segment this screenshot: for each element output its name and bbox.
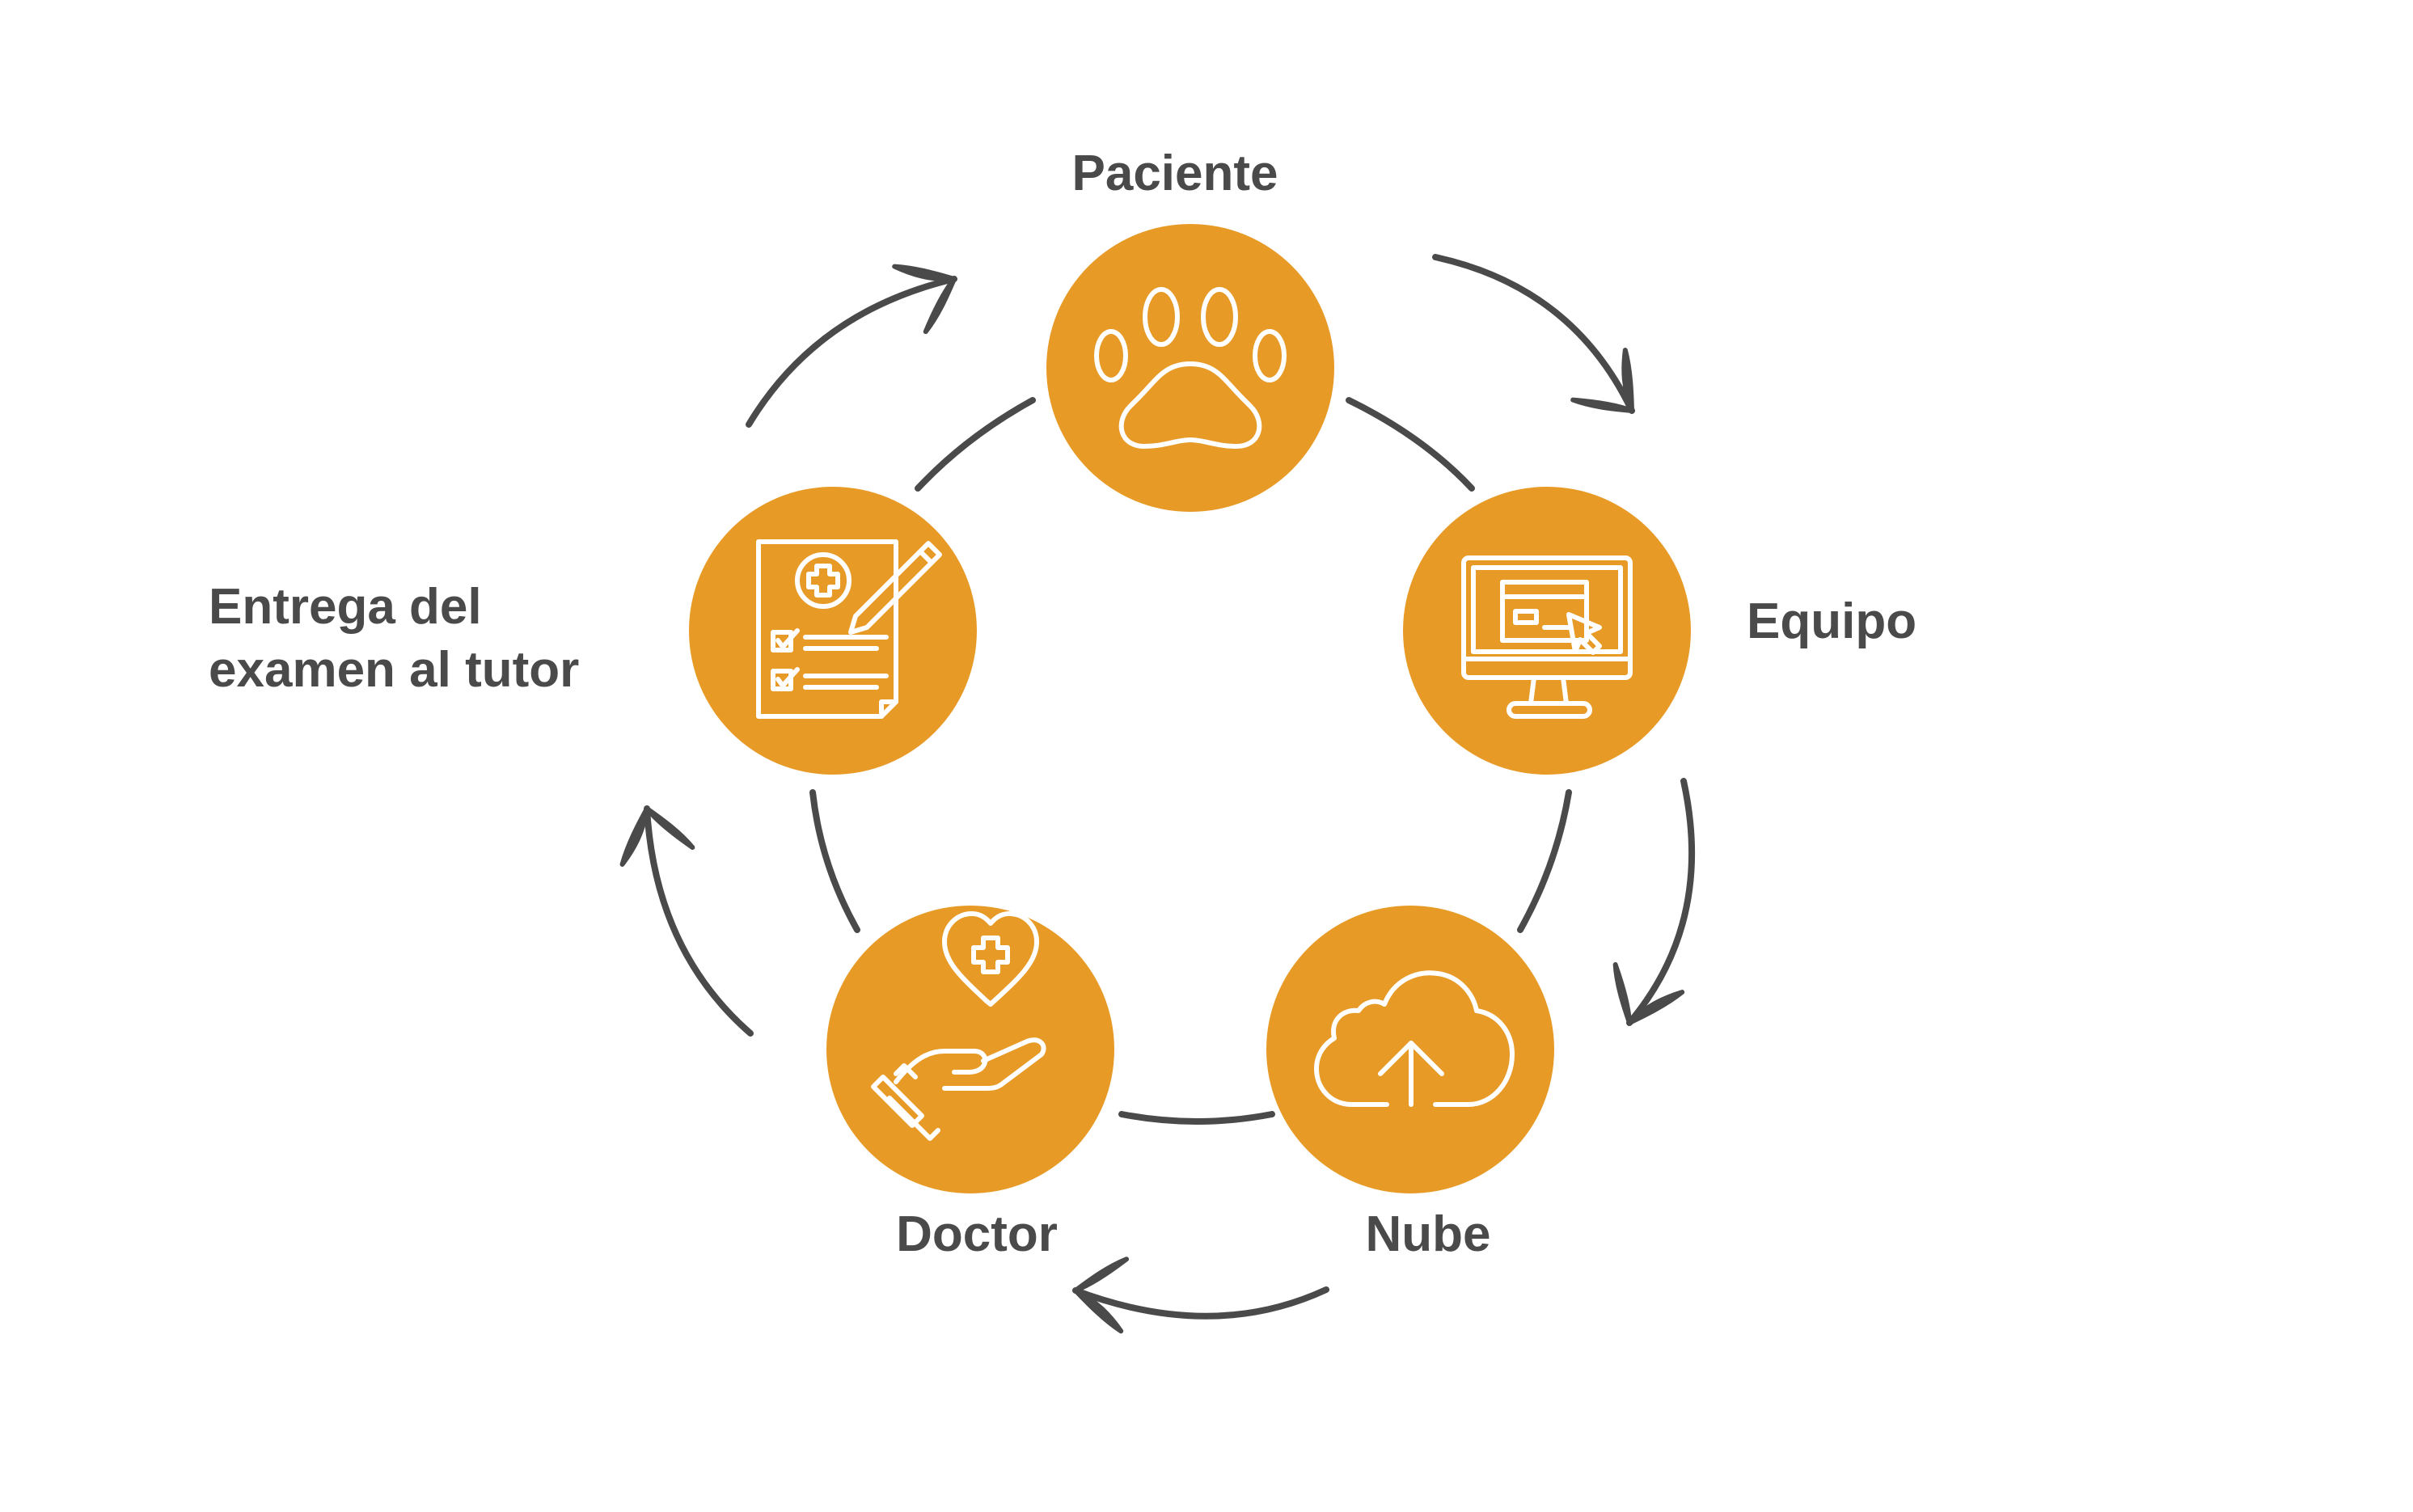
label-entrega-line-2: examen al tutor [209,642,580,698]
cloud-upload-icon [1314,970,1515,1107]
label-equipo: Equipo [1747,593,1917,649]
node-circles [689,224,1691,1193]
ring-segment-doctor-entrega [809,789,860,933]
arrow-equipo-nube [1626,778,1696,1026]
ring-segment-nube-doctor [1118,1111,1275,1125]
arrow-paciente-equipo [1432,254,1635,414]
node-equipo [1403,487,1691,775]
label-entrega: Entrega del examen al tutor [209,576,579,702]
label-paciente: Paciente [1071,146,1278,201]
arrow-entrega-paciente [746,276,957,428]
monitor-cursor-icon [1461,555,1633,719]
inner-ring [809,397,1572,1125]
ring-segment-entrega-paciente [915,397,1036,492]
ring-segment-paciente-equipo [1346,397,1475,492]
paw-icon [1094,287,1287,449]
ring-segment-equipo-nube [1517,789,1572,933]
arrow-doctor-entrega [644,805,754,1037]
node-entrega [689,487,977,775]
label-doctor: Doctor [896,1206,1058,1262]
label-entrega-line-1: Entrega del [209,579,482,635]
node-paciente [1046,224,1334,512]
outer-arrows [644,254,1696,1320]
medical-report-icon [756,539,942,719]
hand-heart-icon [871,911,1046,1141]
arrow-nube-doctor [1072,1286,1329,1320]
label-nube: Nube [1365,1206,1491,1262]
